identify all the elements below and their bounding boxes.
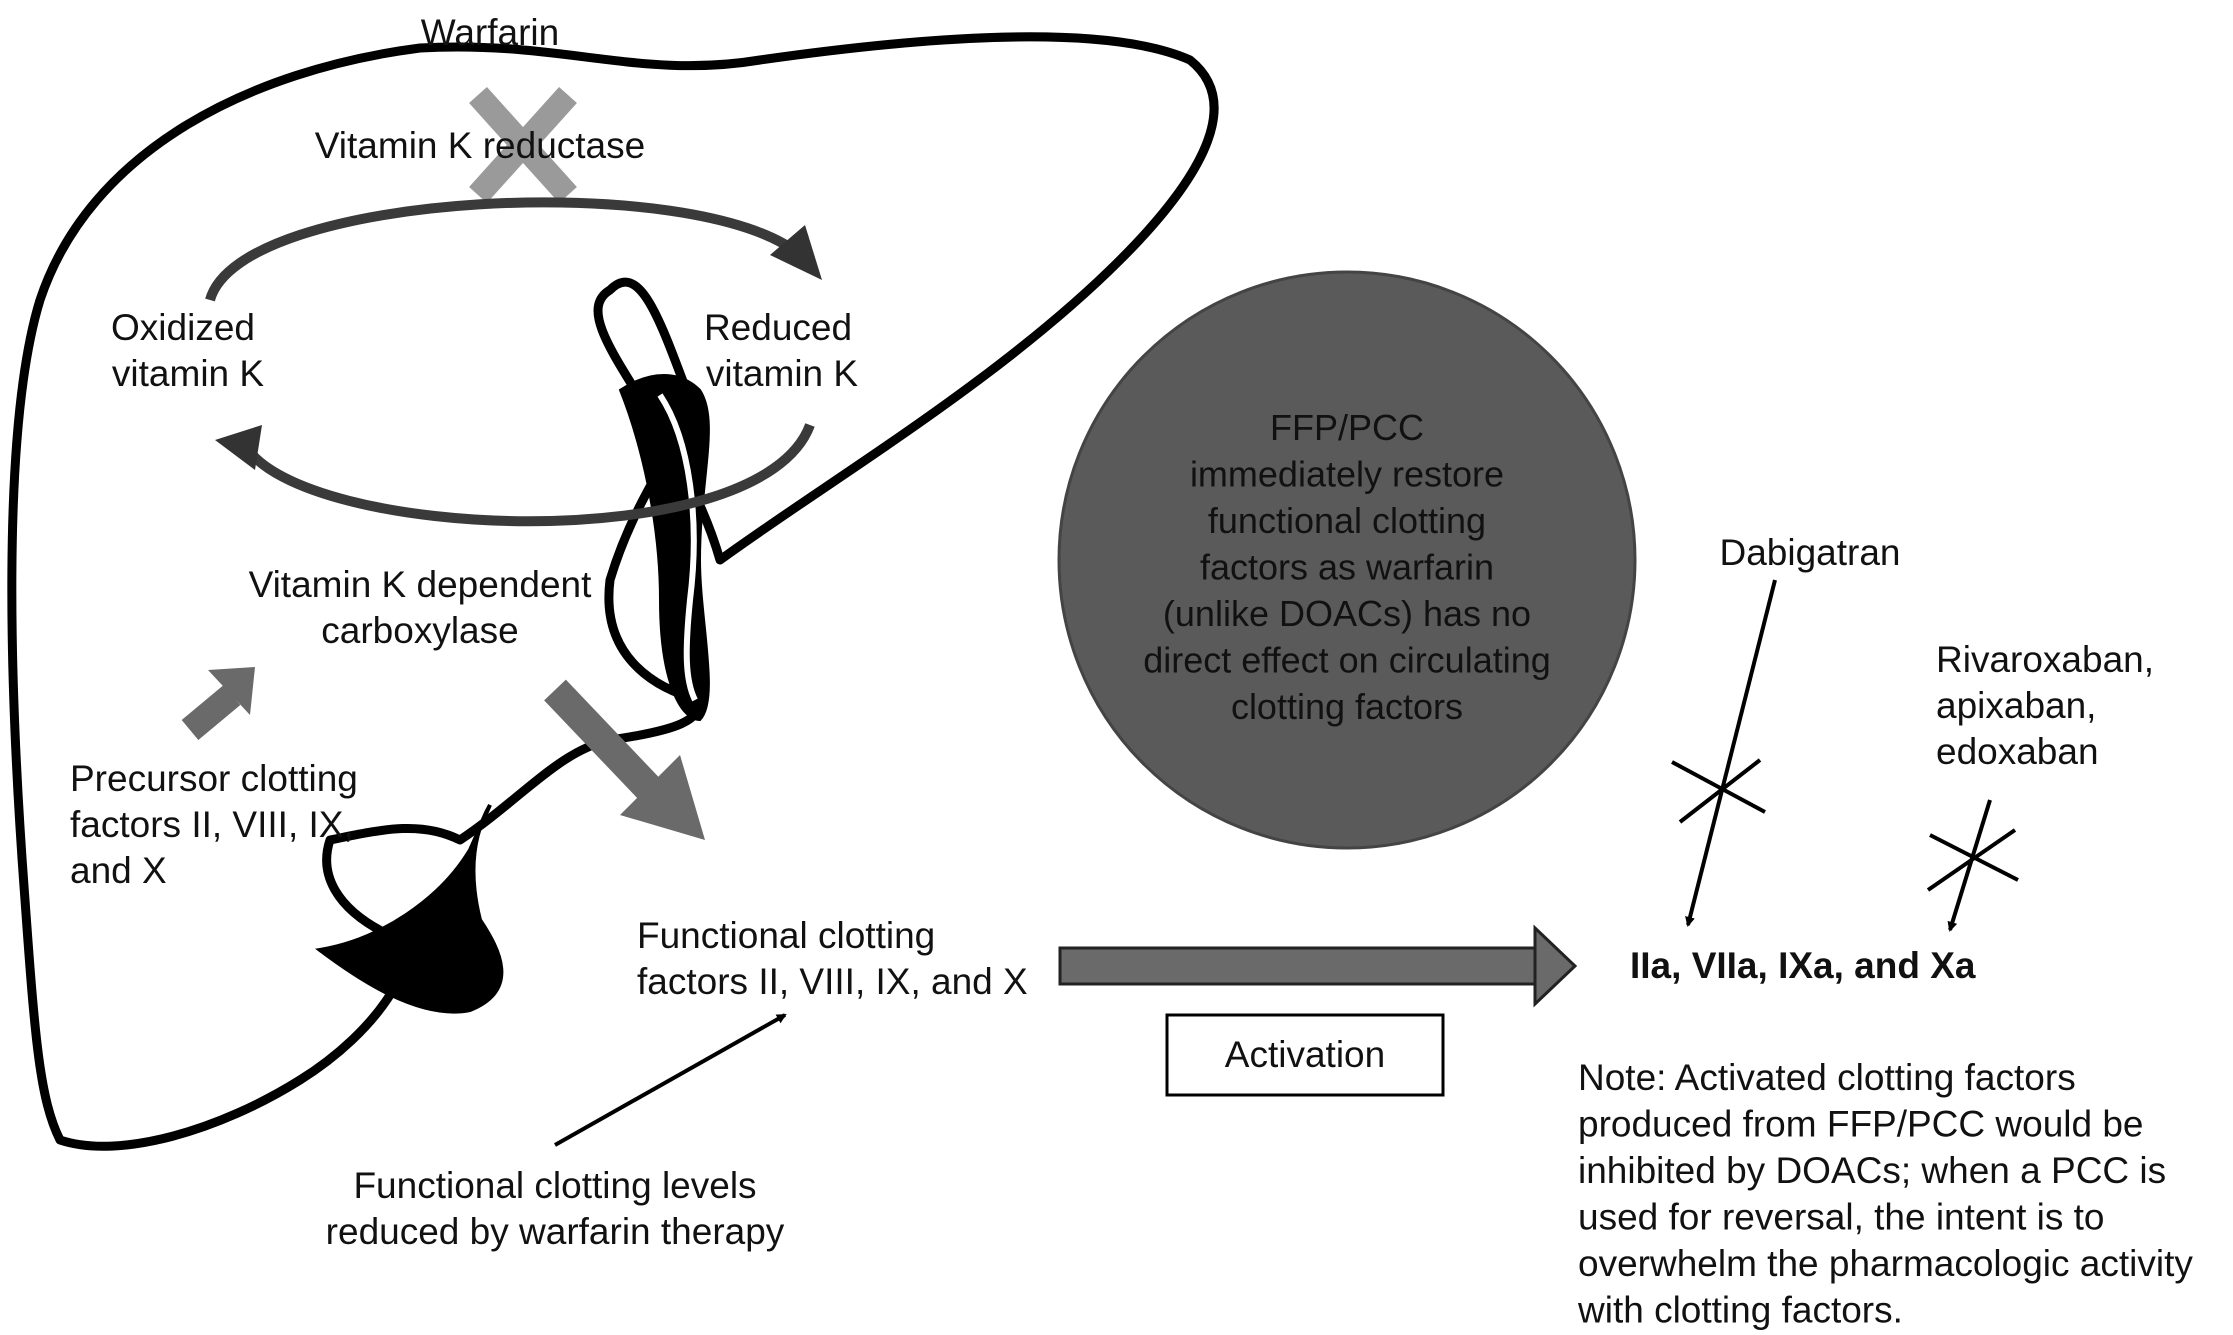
cycle-arrowhead-bottom-icon (215, 425, 262, 470)
functional-factors-label-line2: factors II, VIII, IX, and X (637, 961, 1028, 1002)
cycle-arrow-top (205, 197, 804, 302)
circle-text-line-2: immediately restore (1190, 454, 1504, 495)
warfarin-label: Warfarin (421, 12, 559, 53)
ffp-pcc-circle-text: FFP/PCC immediately restore functional clo… (1143, 407, 1551, 727)
precursor-label-line3: and X (70, 850, 167, 891)
note-line-4: used for reversal, the intent is to (1578, 1197, 2105, 1238)
oxidized-vitamin-k-label-line1: Oxidized (111, 307, 255, 348)
note-line-6: with clotting factors. (1577, 1290, 1903, 1331)
cycle-arrowhead-top-icon (770, 225, 822, 280)
note-line-2: produced from FFP/PCC would be (1578, 1104, 2144, 1145)
circle-text-line-3: functional clotting (1208, 500, 1486, 541)
circle-text-line-7: clotting factors (1231, 686, 1463, 727)
reduced-vitamin-k-label-line1: Reduced (704, 307, 852, 348)
precursor-label-line1: Precursor clotting (70, 758, 358, 799)
circle-text-line-5: (unlike DOACs) has no (1163, 593, 1531, 634)
activation-arrow (1058, 924, 1578, 1008)
precursor-to-carboxylase-arrow (181, 667, 255, 740)
reduced-levels-label-line2: reduced by warfarin therapy (326, 1211, 785, 1252)
note-line-5: overwhelm the pharmacologic activity (1578, 1243, 2193, 1284)
note-line-3: inhibited by DOACs; when a PCC is (1578, 1150, 2166, 1191)
xa-inhibitors-arrow (1947, 799, 1992, 932)
ffp-pcc-circle (1057, 270, 1637, 850)
note-line-1: Note: Activated clotting factors (1578, 1057, 2076, 1098)
vitamin-k-reductase-label: Vitamin K reductase (315, 125, 645, 166)
xa-inhibitors-label-line1: Rivaroxaban, (1936, 639, 2154, 680)
reduced-vitamin-k-label-line2: vitamin K (706, 353, 858, 394)
activation-box (1165, 1013, 1445, 1097)
activation-label: Activation (1225, 1034, 1385, 1075)
carboxylase-label-line2: carboxylase (321, 610, 518, 651)
activated-factors-label: IIa, VIIa, IXa, and Xa (1630, 945, 1976, 986)
vessel-lumen (393, 915, 467, 955)
xa-inhibitors-label-line3: edoxaban (1936, 731, 2099, 772)
xa-inhibitors-label-line2: apixaban, (1936, 685, 2096, 726)
carboxylase-to-functional-arrow (544, 679, 705, 840)
note-text: Note: Activated clotting factors produced… (1577, 1057, 2193, 1331)
circle-text-line-1: FFP/PCC (1270, 407, 1424, 448)
dabigatran-block-x-icon (1671, 758, 1766, 824)
precursor-label-line2: factors II, VIII, IX, (70, 804, 354, 845)
circle-text-line-4: factors as warfarin (1200, 547, 1494, 588)
reduced-levels-arrow (554, 1013, 787, 1147)
dabigatran-label: Dabigatran (1719, 532, 1900, 573)
circle-text-line-6: direct effect on circulating (1143, 640, 1551, 681)
lower-lobe-shape (315, 804, 504, 1014)
dabigatran-arrow (1685, 579, 1777, 927)
carboxylase-label-line1: Vitamin K dependent (249, 564, 593, 605)
xa-inhibitors-block-x-icon (1926, 828, 2019, 892)
oxidized-vitamin-k-label-line2: vitamin K (112, 353, 264, 394)
gallbladder-highlight (657, 393, 698, 702)
warfarin-block-x-icon (469, 86, 577, 204)
cycle-arrow-bottom (240, 423, 815, 527)
reduced-levels-label-line1: Functional clotting levels (353, 1165, 756, 1206)
functional-factors-label-line1: Functional clotting (637, 915, 935, 956)
